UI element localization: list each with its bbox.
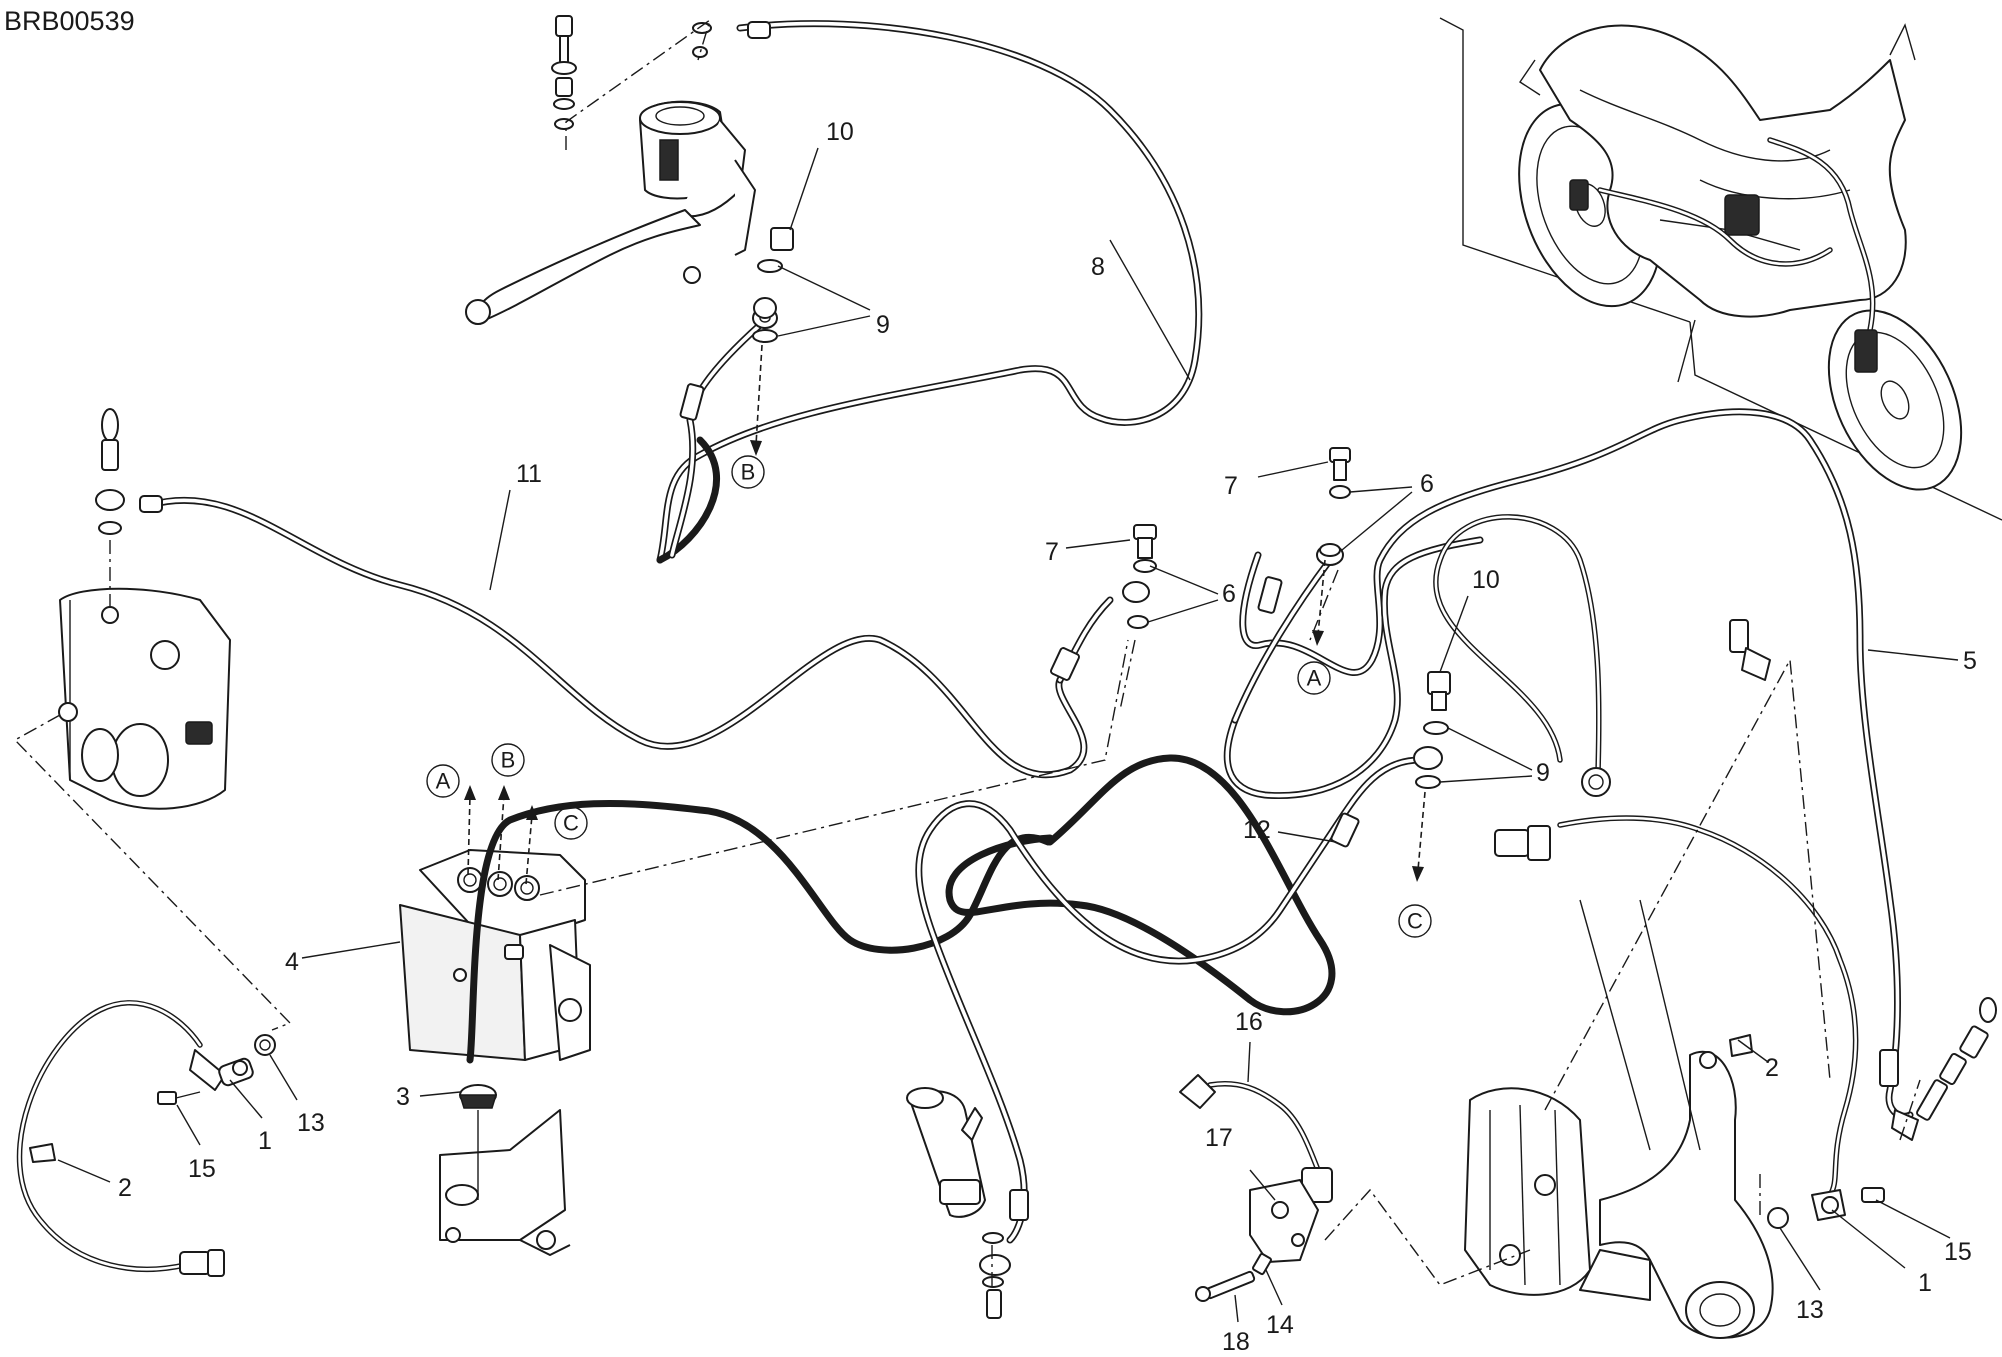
callout-11: 11 [516, 460, 542, 488]
ref-marker-a-line-label: A [1307, 666, 1322, 691]
banjo-bolt-stacks [750, 227, 1451, 882]
front-master-cylinder [465, 15, 756, 325]
ref-marker-b-abs-label: B [501, 748, 516, 773]
callout-1-right: 1 [1918, 1269, 1932, 1297]
ref-marker-c-abs: C [554, 806, 588, 840]
callout-4: 4 [285, 948, 299, 976]
callout-7-center: 7 [1045, 538, 1059, 566]
abs-hydraulic-unit [399, 639, 1129, 1256]
front-brake-caliper-left [13, 408, 292, 1031]
brake-hose-5 [1223, 408, 1919, 1141]
callout-1-left: 1 [258, 1127, 272, 1155]
callout-15-left: 15 [188, 1155, 216, 1183]
callout-17: 17 [1205, 1124, 1233, 1152]
callout-13-right: 13 [1796, 1296, 1824, 1324]
callout-15-right: 15 [1944, 1238, 1972, 1266]
rear-wheel-speed-sensor [1494, 815, 1997, 1229]
callout-10-top: 10 [826, 118, 854, 146]
callout-2-left: 2 [118, 1174, 132, 1202]
rear-brake-hose-loop [1433, 514, 1771, 797]
callout-3: 3 [396, 1083, 410, 1111]
ref-marker-c-abs-label: C [563, 811, 579, 836]
callout-13-left: 13 [297, 1109, 325, 1137]
brake-hose-12 [466, 746, 1443, 1276]
callout-16: 16 [1235, 1008, 1263, 1036]
ref-marker-b-abs: B [491, 743, 525, 777]
callout-9-right: 9 [1536, 759, 1550, 787]
callout-6-center: 6 [1222, 580, 1236, 608]
callout-12: 12 [1243, 816, 1271, 844]
ref-marker-a-line: A [1297, 661, 1331, 695]
callout-7-upper: 7 [1224, 472, 1238, 500]
callout-2-right: 2 [1765, 1054, 1779, 1082]
ref-marker-b-line: B [731, 455, 765, 489]
callout-9-top: 9 [876, 311, 890, 339]
callout-14: 14 [1266, 1311, 1294, 1339]
ref-marker-a-abs-label: A [436, 769, 451, 794]
rear-master-cylinder [906, 1087, 1004, 1319]
drawing-code: BRB00539 [4, 6, 135, 36]
callout-10-right: 10 [1472, 566, 1500, 594]
callout-6-upper: 6 [1420, 470, 1434, 498]
callout-numbers: 10 9 8 11 7 6 7 6 10 9 12 5 4 3 2 15 1 1… [118, 118, 1977, 1356]
brake-hose-11 [139, 495, 1150, 779]
callout-leaders [57, 147, 1959, 1323]
ref-marker-c-line: C [1398, 904, 1432, 938]
front-wheel-speed-sensor [16, 1000, 276, 1277]
callout-8: 8 [1091, 253, 1105, 281]
callout-5: 5 [1963, 647, 1977, 675]
ref-marker-a-abs: A [426, 764, 460, 798]
ref-marker-b-line-label: B [741, 460, 756, 485]
ref-marker-c-line-label: C [1407, 909, 1423, 934]
motorcycle-overview-illustration [1439, 17, 2002, 521]
rear-brake-caliper [1464, 657, 1831, 1339]
callout-18: 18 [1222, 1328, 1250, 1352]
sensor-16-bracket-17 [1179, 1074, 1531, 1302]
